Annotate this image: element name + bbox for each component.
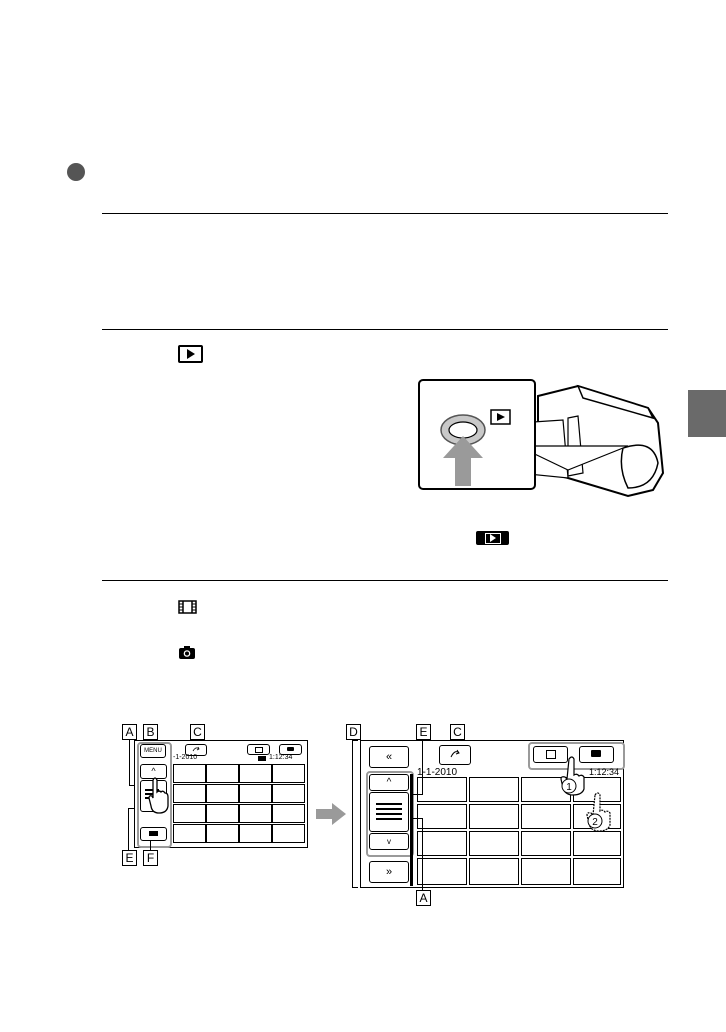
toggle-view-button-right[interactable] (439, 745, 471, 765)
camcorder-figure (418, 378, 718, 500)
toggle-view-button-left[interactable] (185, 744, 207, 756)
label-f: F (143, 850, 158, 866)
label-e-right: E (416, 724, 431, 740)
right-screen: « » 1-1-2010 1:12:34 ^ v 1 2 (360, 740, 625, 888)
up-arrow-right[interactable]: ^ (369, 774, 409, 791)
date-right: 1-1-2010 (417, 767, 458, 778)
label-b: B (143, 724, 158, 740)
label-e-left: E (122, 850, 137, 866)
menu-button[interactable]: MENU (140, 744, 166, 758)
label-a-right: A (416, 890, 431, 906)
tap-hands: 1 2 (560, 756, 611, 832)
divider-2 (102, 329, 668, 330)
page-down-button[interactable]: » (369, 861, 409, 883)
list-button-right[interactable] (369, 792, 409, 832)
view-button-left[interactable] (140, 827, 167, 841)
left-screen: MENU -1-2010 1:12:34 ^ (129, 739, 308, 848)
transition-arrow (316, 803, 346, 825)
label-c-left: C (190, 724, 205, 740)
down-arrow-right[interactable]: v (369, 833, 409, 850)
section-tab-marker (688, 390, 726, 437)
divider-1 (102, 213, 668, 214)
photo-tab-left[interactable] (279, 744, 302, 755)
label-d: D (346, 724, 361, 740)
label-a-top-left: A (122, 724, 137, 740)
date-left: -1-2010 (173, 754, 198, 761)
step-2-label: 2 (592, 817, 598, 828)
photo-tab-right[interactable] (579, 746, 614, 763)
play-mode-icon (178, 345, 203, 363)
movie-tab-right[interactable] (533, 746, 568, 763)
film-icon (178, 600, 197, 614)
counter-left: 1:12:34 (269, 754, 293, 761)
counter-right: 1:12:34 (589, 767, 620, 777)
page-up-button[interactable]: « (369, 746, 409, 768)
movie-tab-left[interactable] (247, 744, 270, 755)
divider-3 (102, 580, 668, 581)
play-button-inline-icon (476, 531, 509, 545)
camera-icon (178, 645, 196, 660)
label-c-right: C (450, 724, 465, 740)
bullet-marker (67, 163, 85, 181)
step-1-label: 1 (566, 782, 572, 793)
